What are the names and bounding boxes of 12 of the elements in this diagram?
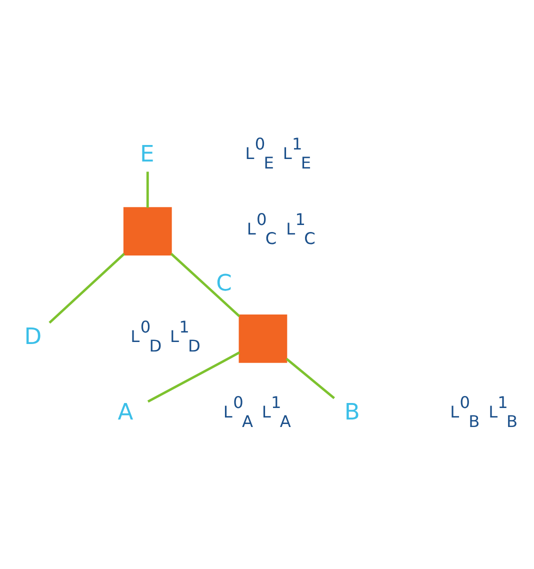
connector (48, 252, 125, 324)
connector (146, 171, 149, 208)
connector (286, 357, 335, 399)
node-text: A (118, 399, 134, 426)
connector (170, 252, 240, 317)
edge-label: C (216, 270, 232, 296)
connector (147, 350, 240, 402)
node-box (238, 314, 288, 362)
node-text: B (344, 399, 360, 426)
node-text: D (24, 324, 42, 350)
node-box (123, 206, 172, 256)
node-text: E (140, 141, 154, 168)
